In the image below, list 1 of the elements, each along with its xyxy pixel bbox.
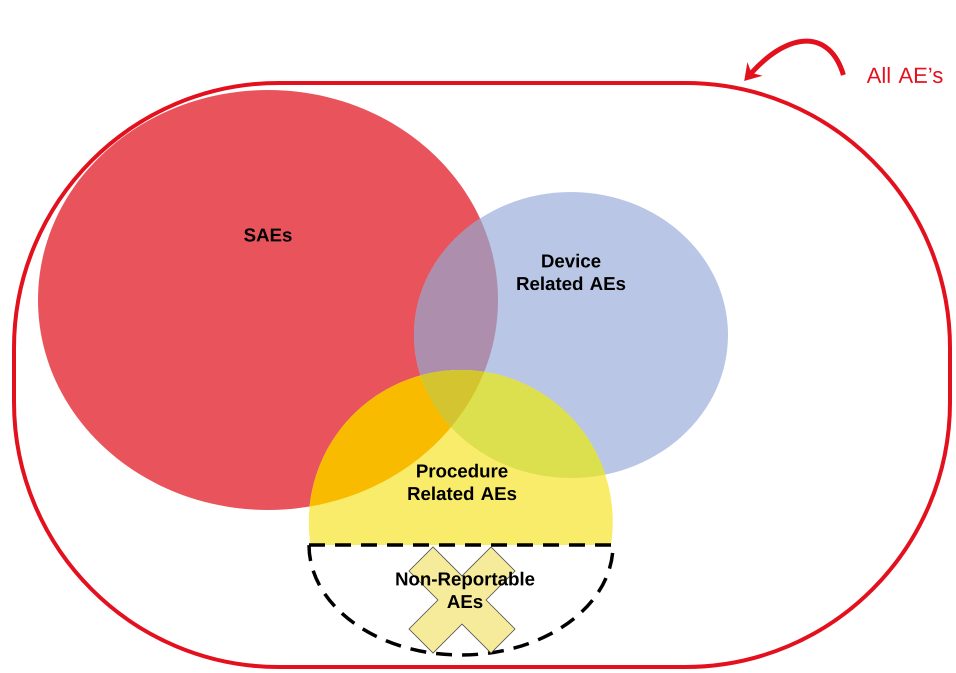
callout-text: All AE’s bbox=[866, 66, 943, 84]
